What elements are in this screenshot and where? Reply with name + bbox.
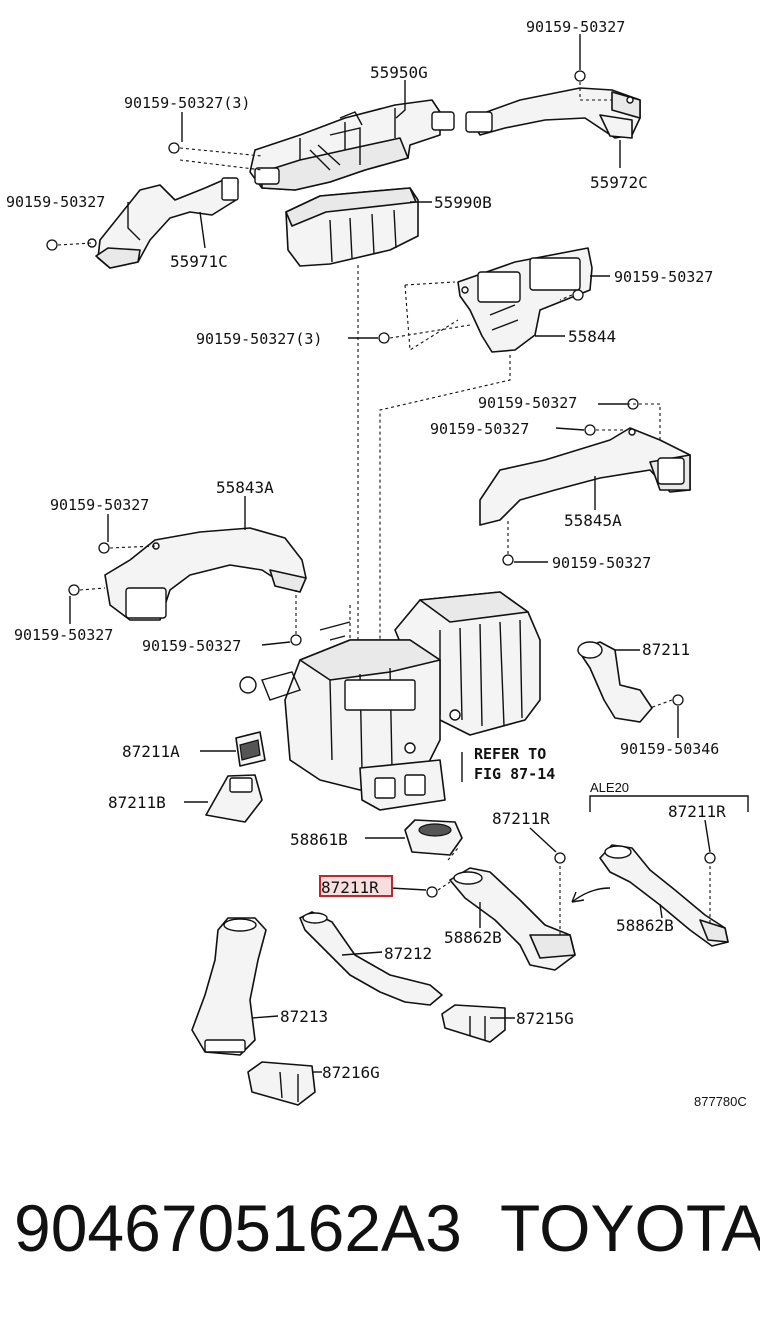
refer-note-line1: REFER TO — [474, 745, 546, 763]
label-55990b: 55990B — [434, 193, 492, 212]
label-90159-50327-c: 90159-50327 — [614, 268, 713, 286]
part-58862b-center-drawing — [449, 867, 576, 971]
part-87213-drawing — [191, 917, 267, 1056]
ale20-arrow — [571, 887, 611, 903]
part-87216g-drawing — [247, 1061, 316, 1106]
label-90159-50327-e: 90159-50327 — [430, 420, 529, 438]
label-87211b: 87211B — [108, 793, 166, 812]
label-ale20: ALE20 — [590, 780, 629, 795]
label-90159-50327-d: 90159-50327 — [478, 394, 577, 412]
label-87212: 87212 — [384, 944, 432, 963]
label-90159-50327-a: 90159-50327 — [526, 18, 625, 36]
label-90159-50327-i: 90159-50327 — [142, 637, 241, 655]
label-87211r-highlighted: 87211R — [321, 878, 379, 897]
refer-note-line2: FIG 87-14 — [474, 765, 555, 783]
footer-brand: TOYOTA — [500, 1191, 760, 1265]
label-87216g: 87216G — [322, 1063, 380, 1082]
label-87215g: 87215G — [516, 1009, 574, 1028]
highlighted-part-box — [319, 875, 393, 897]
ale20-bracket — [589, 795, 749, 812]
label-55845a: 55845A — [564, 511, 622, 530]
label-90159-50327-3-b: 90159-50327(3) — [196, 330, 322, 348]
label-58862b-a: 58862B — [444, 928, 502, 947]
assembly-dash-lines — [57, 82, 711, 935]
part-55845a-drawing — [479, 427, 691, 526]
label-90159-50346: 90159-50346 — [620, 740, 719, 758]
label-diagram-code: 877780C — [694, 1094, 747, 1109]
label-87213: 87213 — [280, 1007, 328, 1026]
label-58861b: 58861B — [290, 830, 348, 849]
part-87211a-drawing — [235, 731, 266, 767]
part-87215g-drawing — [441, 1004, 506, 1043]
part-55844-drawing — [457, 247, 593, 353]
label-90159-50327-f: 90159-50327 — [50, 496, 149, 514]
leader-lines — [69, 34, 711, 1073]
ale20-arrow-head — [571, 891, 585, 903]
label-90159-50327-3-a: 90159-50327(3) — [124, 94, 250, 112]
part-58861b-drawing — [404, 819, 463, 856]
part-87211b-drawing — [205, 774, 263, 823]
part-55990b-drawing — [285, 187, 419, 267]
part-87211-drawing — [577, 641, 653, 723]
label-55972c: 55972C — [590, 173, 648, 192]
label-87211r-a: 87211R — [492, 809, 550, 828]
label-87211a: 87211A — [122, 742, 180, 761]
label-90159-50327-g: 90159-50327 — [552, 554, 651, 572]
part-labels: 90159-50327 55950G 90159-50327(3) 55972C… — [6, 18, 747, 1109]
label-55950g: 55950G — [370, 63, 428, 82]
label-90159-50327-b: 90159-50327 — [6, 193, 105, 211]
part-58862b-ale20-drawing — [599, 844, 729, 947]
part-55843a-drawing — [104, 527, 307, 621]
label-58862b-b: 58862B — [616, 916, 674, 935]
part-55971c-drawing — [87, 177, 239, 269]
part-55972c-drawing — [465, 87, 641, 139]
label-55843a: 55843A — [216, 478, 274, 497]
label-55844: 55844 — [568, 327, 616, 346]
label-55971c: 55971C — [170, 252, 228, 271]
heater-unit-drawing — [239, 591, 541, 811]
part-87212-drawing — [299, 911, 443, 1006]
part-55950g-drawing — [249, 99, 455, 191]
label-90159-50327-h: 90159-50327 — [14, 626, 113, 644]
footer-part-number: 9046705162A3 — [14, 1191, 462, 1265]
label-87211r-b: 87211R — [668, 802, 726, 821]
label-87211: 87211 — [642, 640, 690, 659]
